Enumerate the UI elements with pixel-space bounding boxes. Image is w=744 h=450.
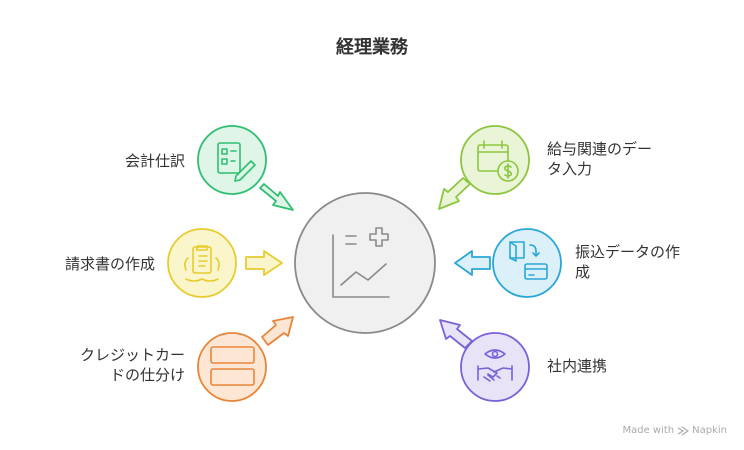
footer-prefix: Made with	[622, 425, 675, 436]
footer-brand: Napkin	[692, 425, 727, 436]
napkin-watermark: Made with Napkin	[622, 425, 727, 436]
payroll-icon	[477, 140, 519, 182]
napkin-logo-icon	[677, 426, 689, 435]
label-credit: クレジットカー ドの仕分け	[79, 346, 185, 384]
invoice-icon	[184, 245, 220, 282]
arrow-journal	[259, 183, 294, 211]
arrow-credit	[261, 316, 294, 346]
journal-icon	[217, 142, 256, 182]
node-journal	[197, 125, 267, 195]
card-icon	[210, 346, 255, 386]
arrow-internal	[439, 319, 473, 349]
transfer-icon	[509, 241, 548, 280]
label-journal: 会計仕訳	[124, 152, 185, 170]
diagram-title: 経理業務	[336, 37, 408, 58]
arrow-transfer	[454, 250, 491, 276]
node-invoice	[167, 228, 237, 298]
label-transfer: 振込データの作 成	[575, 243, 681, 281]
label-invoice: 請求書の作成	[64, 255, 155, 273]
arrow-invoice	[245, 250, 283, 276]
chart-icon	[332, 227, 390, 298]
handshake-icon	[477, 349, 513, 382]
node-transfer	[492, 228, 562, 298]
label-payroll: 給与関連のデー タ入力	[547, 140, 653, 178]
node-payroll	[460, 125, 530, 195]
node-internal	[460, 332, 530, 402]
arrow-payroll	[438, 177, 471, 210]
node-credit	[197, 332, 267, 402]
label-internal: 社内連携	[547, 357, 608, 375]
center-node	[294, 192, 436, 334]
